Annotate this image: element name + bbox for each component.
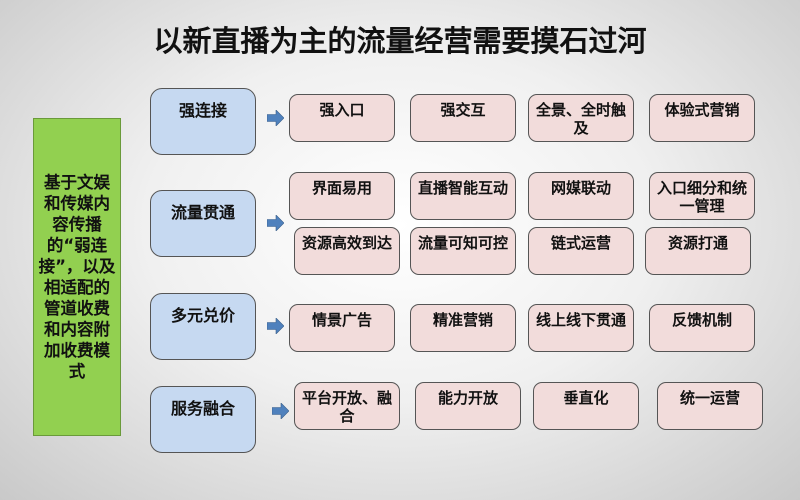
arrow-right-icon bbox=[267, 318, 284, 334]
item-box: 统一运营 bbox=[657, 382, 763, 430]
item-box: 直播智能互动 bbox=[410, 172, 516, 220]
item-box: 情景广告 bbox=[289, 304, 395, 352]
item-box: 界面易用 bbox=[289, 172, 395, 220]
item-box: 流量可知可控 bbox=[410, 227, 516, 275]
arrow-right-icon bbox=[267, 110, 284, 126]
item-box: 反馈机制 bbox=[649, 304, 755, 352]
arrow-right-icon bbox=[272, 403, 289, 419]
item-box: 强交互 bbox=[410, 94, 516, 142]
item-box: 资源高效到达 bbox=[294, 227, 400, 275]
item-box: 线上线下贯通 bbox=[528, 304, 634, 352]
item-box: 全景、全时触及 bbox=[528, 94, 634, 142]
item-box: 资源打通 bbox=[645, 227, 751, 275]
item-box: 能力开放 bbox=[415, 382, 521, 430]
slide-title: 以新直播为主的流量经营需要摸石过河 bbox=[153, 24, 647, 58]
item-box: 垂直化 bbox=[533, 382, 639, 430]
category-box: 多元兑价 bbox=[150, 293, 256, 360]
category-box: 服务融合 bbox=[150, 386, 256, 453]
item-box: 网媒联动 bbox=[528, 172, 634, 220]
category-box: 流量贯通 bbox=[150, 190, 256, 257]
left-summary-box: 基于文娱和传媒内容传播的“弱连接”，以及相适配的管道收费和内容附加收费模式 bbox=[33, 118, 121, 436]
category-box: 强连接 bbox=[150, 88, 256, 155]
item-box: 体验式营销 bbox=[649, 94, 755, 142]
item-box: 精准营销 bbox=[410, 304, 516, 352]
item-box: 平台开放、融合 bbox=[294, 382, 400, 430]
arrow-right-icon bbox=[267, 215, 284, 231]
item-box: 链式运营 bbox=[528, 227, 634, 275]
item-box: 入口细分和统一管理 bbox=[649, 172, 755, 220]
item-box: 强入口 bbox=[289, 94, 395, 142]
